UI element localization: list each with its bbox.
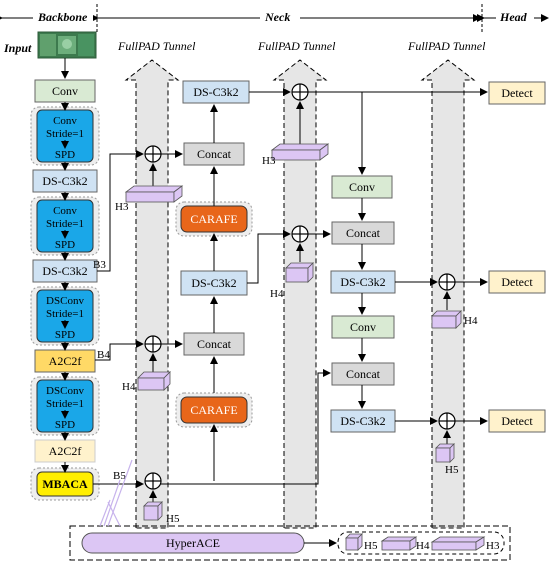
svg-text:DSConv: DSConv	[46, 295, 84, 307]
svg-text:Stride=1: Stride=1	[46, 308, 84, 320]
tunnel-2	[272, 59, 328, 529]
tunnel-label-3: FullPAD Tunnel	[407, 39, 486, 53]
backbone-header: Backbone	[37, 10, 88, 24]
svg-text:H3: H3	[115, 201, 129, 213]
detect-head: Detect Detect Detect	[488, 81, 546, 433]
neck-carafe-2	[180, 396, 248, 424]
svg-text:DSConv: DSConv	[46, 385, 84, 397]
svg-text:H5: H5	[166, 513, 180, 525]
svg-text:DS-C3k2: DS-C3k2	[191, 276, 236, 290]
svg-text:DS-C3k2: DS-C3k2	[42, 174, 87, 188]
svg-text:A2C2f: A2C2f	[49, 354, 82, 368]
head-header: Head	[499, 10, 528, 24]
svg-text:MBACA: MBACA	[42, 477, 88, 491]
tunnel-label-2: FullPAD Tunnel	[257, 39, 336, 53]
hyperace-region: HyperACE H5 H4 H3	[69, 459, 511, 561]
tap-labels: B3 B4 B5	[93, 259, 126, 482]
svg-text:H3: H3	[262, 155, 276, 167]
fuse-2	[144, 335, 162, 353]
detect-2	[488, 270, 546, 294]
svg-text:Detect: Detect	[501, 275, 533, 289]
svg-text:Conv: Conv	[52, 84, 78, 98]
h4-box-left	[137, 371, 171, 391]
detect-1	[488, 81, 546, 105]
fuse-1	[144, 145, 162, 163]
svg-text:A2C2f: A2C2f	[49, 444, 82, 458]
h4-box-right	[431, 310, 462, 329]
svg-text:H3: H3	[486, 540, 500, 552]
svg-text:Concat: Concat	[346, 367, 381, 381]
h3-box-left	[124, 185, 184, 203]
svg-text:DS-C3k2: DS-C3k2	[340, 414, 385, 428]
svg-text:H5: H5	[445, 464, 459, 476]
fuse-7	[438, 412, 456, 430]
neck-center: DS-C3k2 Concat CARAFE DS-C3k2 Concat CAR…	[175, 80, 253, 481]
neck-concat-3	[331, 221, 395, 245]
svg-text:Stride=1: Stride=1	[46, 398, 84, 410]
svg-text:Stride=1: Stride=1	[46, 218, 84, 230]
tap-b5: B5	[113, 470, 126, 482]
tap-b4: B4	[97, 349, 110, 361]
svg-text:CARAFE: CARAFE	[190, 212, 237, 226]
svg-text:H4: H4	[122, 381, 136, 393]
input-label: Input	[3, 41, 32, 55]
svg-text:Conv: Conv	[53, 115, 77, 127]
tunnel-1	[124, 59, 180, 529]
svg-text:SPD: SPD	[55, 239, 75, 251]
fuse-4	[291, 83, 309, 101]
svg-text:Detect: Detect	[501, 414, 533, 428]
h-labels: H3 H4 H5 H3 H4 H4 H5	[115, 155, 478, 525]
section-headers: Backbone Neck Head	[0, 4, 549, 32]
svg-text:H4: H4	[464, 315, 478, 327]
svg-text:DS-C3k2: DS-C3k2	[42, 264, 87, 278]
svg-text:Concat: Concat	[197, 147, 232, 161]
svg-text:DS-C3k2: DS-C3k2	[340, 275, 385, 289]
svg-text:CARAFE: CARAFE	[190, 403, 237, 417]
svg-text:DS-C3k2: DS-C3k2	[193, 85, 238, 99]
svg-text:HyperACE: HyperACE	[166, 536, 220, 550]
svg-text:Concat: Concat	[346, 226, 381, 240]
h4-box-mid	[285, 262, 314, 283]
neck-right: Conv Concat DS-C3k2 Conv Concat DS-C3k2	[330, 92, 396, 433]
svg-text:H5: H5	[364, 540, 378, 552]
svg-text:SPD: SPD	[55, 149, 75, 161]
svg-text:Stride=1: Stride=1	[46, 128, 84, 140]
fusion-nodes	[144, 83, 456, 490]
svg-text:SPD: SPD	[55, 419, 75, 431]
input-group: Input	[3, 31, 97, 59]
h5-box-left	[143, 501, 163, 521]
svg-text:Detect: Detect	[501, 86, 533, 100]
fullpad-tunnels: FullPAD Tunnel FullPAD Tunnel FullPAD Tu…	[117, 39, 486, 529]
svg-text:Conv: Conv	[349, 180, 375, 194]
neck-concat-4	[331, 362, 395, 386]
neck-conv-2	[331, 315, 395, 339]
svg-text:Concat: Concat	[197, 337, 232, 351]
backbone-column: Conv Conv Stride=1 SPD DS-C3k2 Conv Stri…	[30, 58, 100, 501]
detect-3	[488, 409, 546, 433]
fuse-5	[291, 225, 309, 243]
h3-box-mid	[270, 143, 330, 161]
svg-text:Conv: Conv	[53, 205, 77, 217]
fuse-6	[438, 273, 456, 291]
h5-box-right	[435, 443, 455, 463]
tunnel-label-1: FullPAD Tunnel	[117, 39, 196, 53]
connections	[93, 88, 488, 504]
neck-header: Neck	[264, 10, 290, 24]
svg-text:H4: H4	[270, 288, 284, 300]
h-feature-boxes	[124, 143, 462, 521]
fuse-3	[144, 472, 162, 490]
tap-b3: B3	[93, 259, 106, 271]
svg-text:Conv: Conv	[350, 320, 376, 334]
svg-text:H4: H4	[416, 540, 430, 552]
svg-text:SPD: SPD	[55, 329, 75, 341]
